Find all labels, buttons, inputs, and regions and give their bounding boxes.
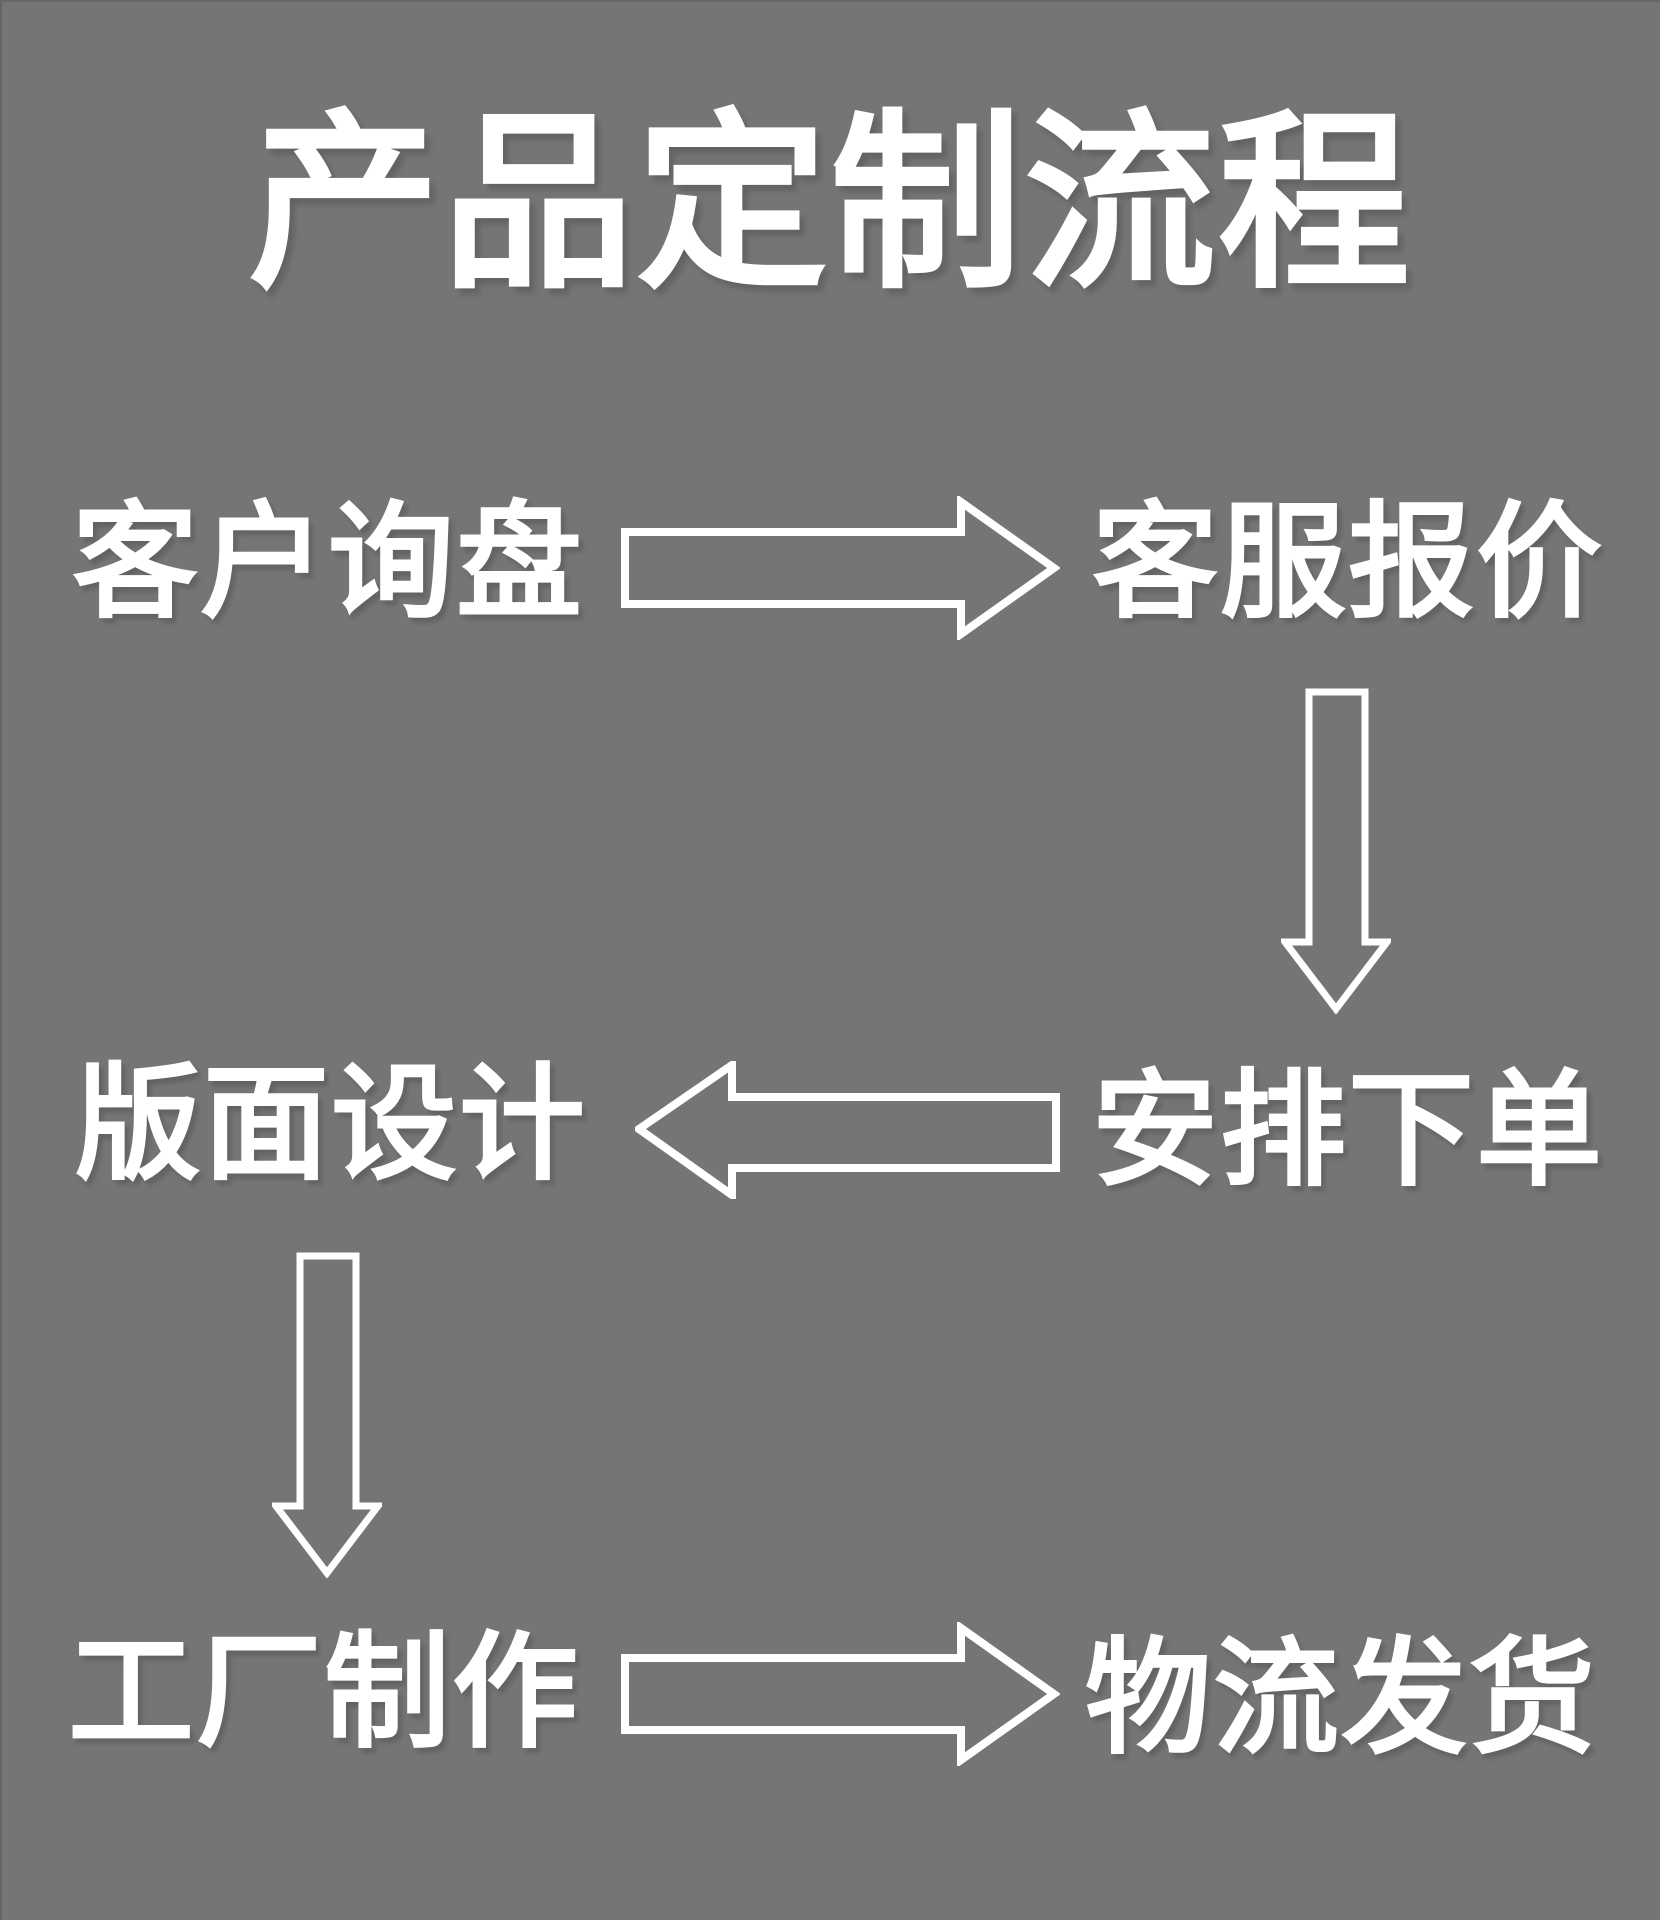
arrow-left-icon: [635, 1061, 1060, 1199]
arrow-right-icon: [621, 1622, 1060, 1766]
step-layout-design: 版面设计: [75, 1054, 587, 1195]
arrow-down-icon: [272, 1252, 382, 1578]
arrow-right-icon: [621, 496, 1060, 640]
step-service-quote: 客服报价: [1092, 492, 1604, 633]
step-logistics-shipping: 物流发货: [1085, 1628, 1597, 1769]
arrow-down-icon: [1281, 688, 1391, 1014]
page-title: 产品定制流程: [248, 96, 1412, 311]
step-customer-inquiry: 客户询盘: [72, 492, 584, 633]
step-factory-production: 工厂制作: [68, 1622, 580, 1763]
step-place-order: 安排下单: [1092, 1060, 1604, 1201]
